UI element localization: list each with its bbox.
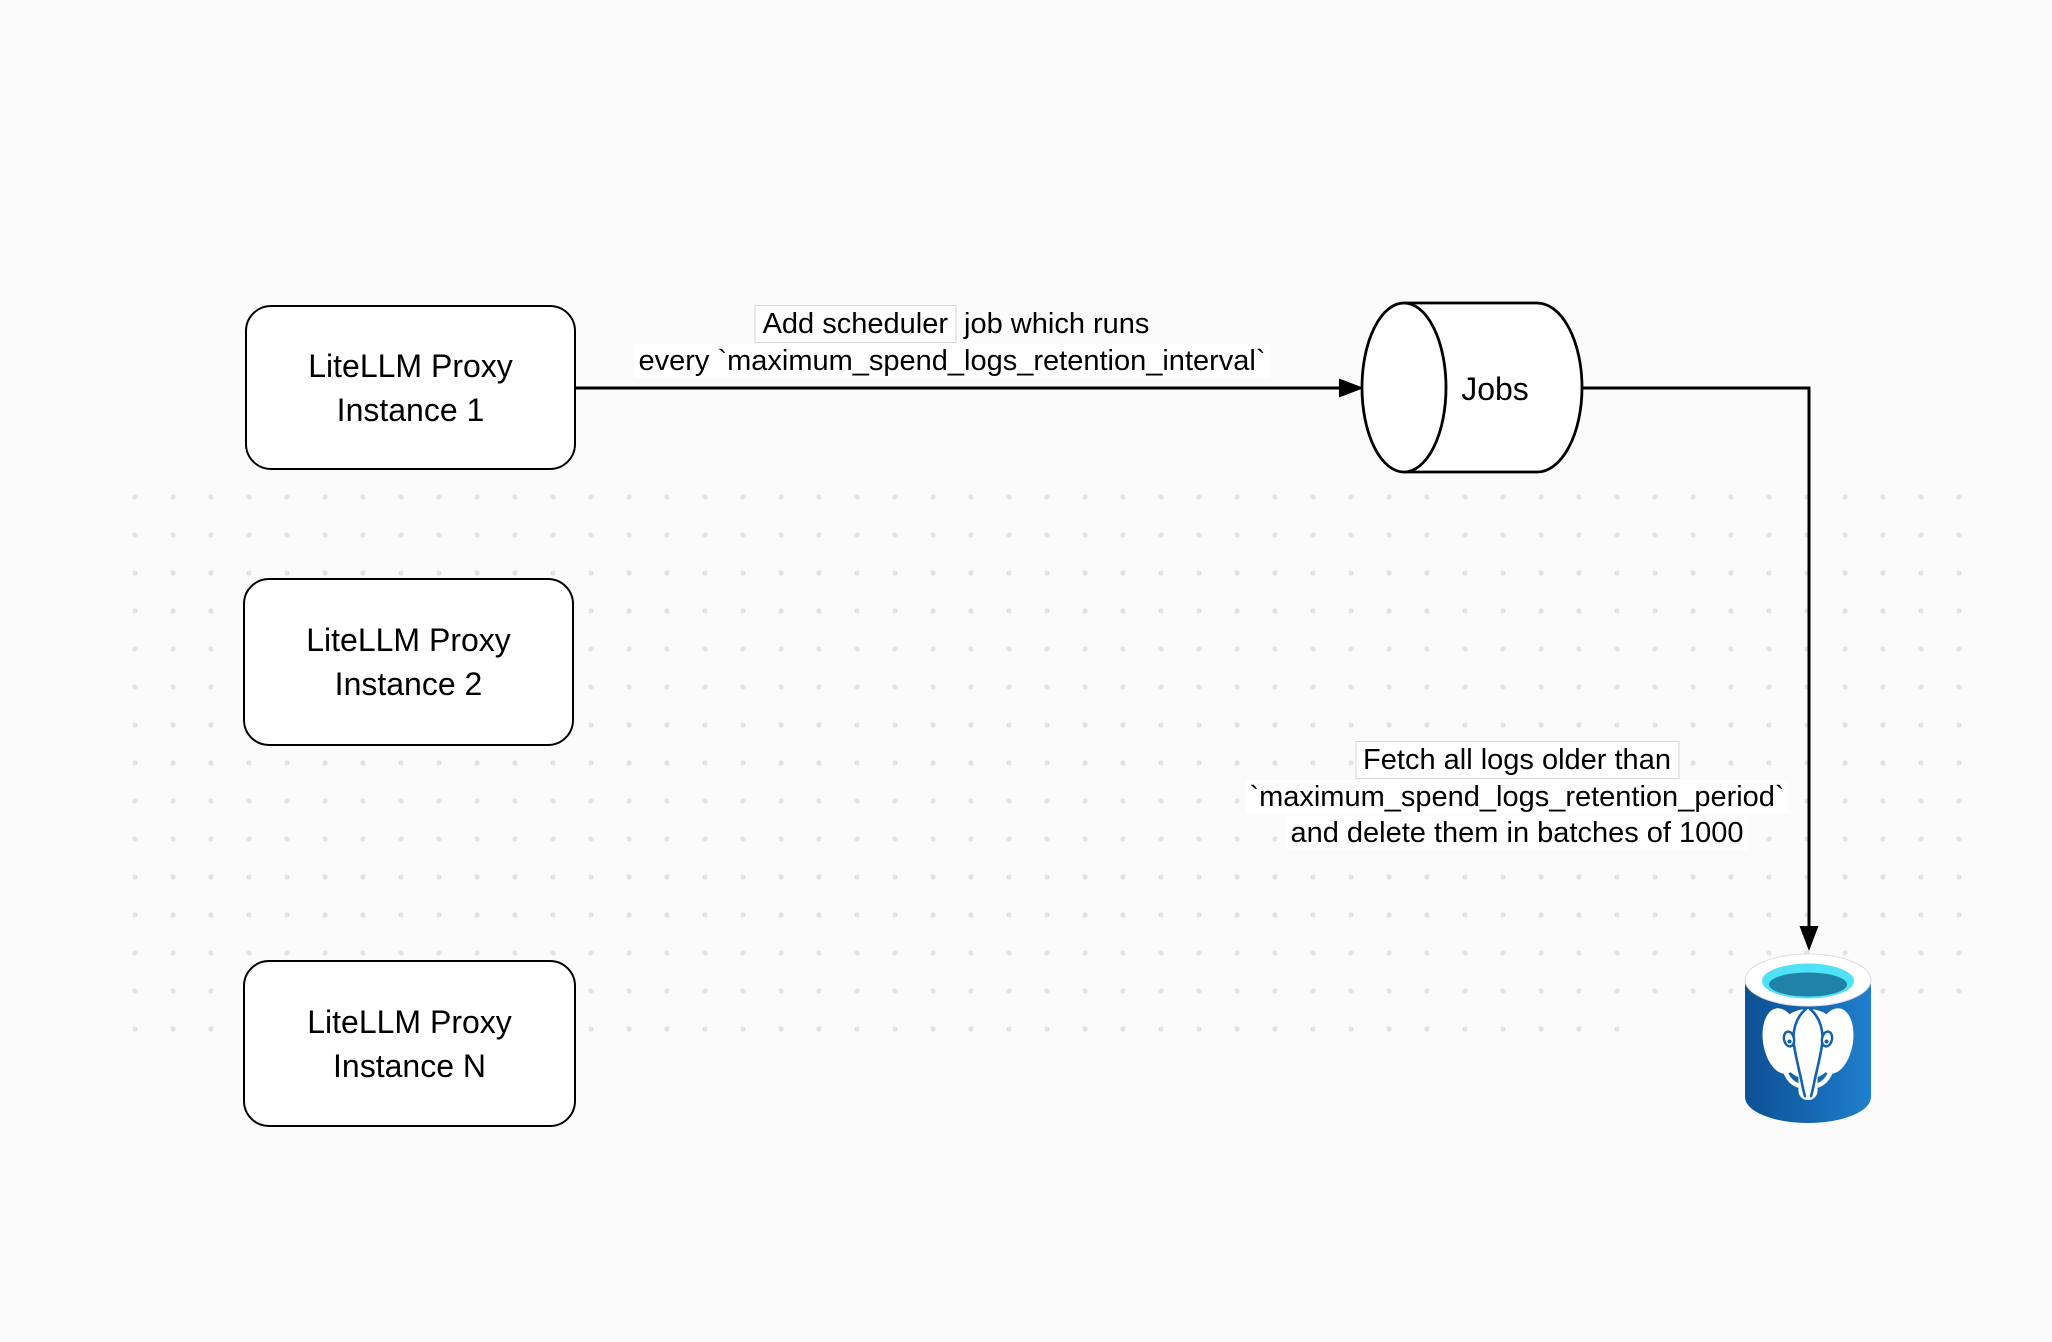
node-label-line: Instance N: [333, 1047, 486, 1084]
edge-label-text: Fetch all logs older than: [1355, 741, 1679, 779]
jobs-node-label: Jobs: [1461, 371, 1529, 407]
postgres-elephant-icon: [1762, 1007, 1854, 1100]
edge-label-highlight: Add scheduler: [754, 305, 956, 343]
edge-label-scheduler-job: Add scheduler job which runs every `maxi…: [634, 305, 1270, 380]
node-label-line: Instance 1: [336, 391, 485, 428]
arrowhead-right-icon: [1339, 378, 1364, 398]
edge-label-text: job which runs: [955, 308, 1150, 340]
node-litellm-proxy-instance-2: LiteLLM Proxy Instance 2: [243, 578, 574, 746]
edge-label-line: every `maximum_spend_logs_retention_inte…: [634, 343, 1270, 380]
edge-label-text: every `maximum_spend_logs_retention_inte…: [634, 343, 1270, 378]
edge-label-text: and delete them in batches of 1000: [1286, 816, 1748, 850]
postgresql-database-icon: [1744, 953, 1872, 1123]
node-label-line: LiteLLM Proxy: [308, 347, 513, 384]
edge-label-line: and delete them in batches of 1000: [1245, 815, 1788, 852]
edge-label-line: Add scheduler job which runs: [634, 305, 1269, 343]
node-jobs-queue: [1360, 301, 1584, 474]
node-litellm-proxy-instance-n: LiteLLM Proxy Instance N: [243, 960, 576, 1127]
edge-label-line: `maximum_spend_logs_retention_period`: [1245, 779, 1789, 816]
node-label-line: Instance 2: [334, 666, 483, 702]
edge-label-line: Fetch all logs older than: [1245, 741, 1788, 779]
edge-label-text: `maximum_spend_logs_retention_period`: [1245, 779, 1789, 814]
edge-scheduler-job: [574, 378, 1364, 398]
db-cylinder-top-inner: [1769, 972, 1847, 997]
node-label-line: LiteLLM Proxy: [306, 622, 511, 658]
arrowhead-down-icon: [1799, 926, 1819, 951]
edge-fetch-delete: [1582, 386, 1819, 951]
node-litellm-proxy-instance-1: LiteLLM Proxy Instance 1: [245, 305, 576, 470]
edge-label-fetch-delete: Fetch all logs older than `maximum_spend…: [1245, 741, 1789, 852]
node-label-line: LiteLLM Proxy: [307, 1003, 512, 1040]
cylinder-cap-icon: [1360, 301, 1448, 474]
